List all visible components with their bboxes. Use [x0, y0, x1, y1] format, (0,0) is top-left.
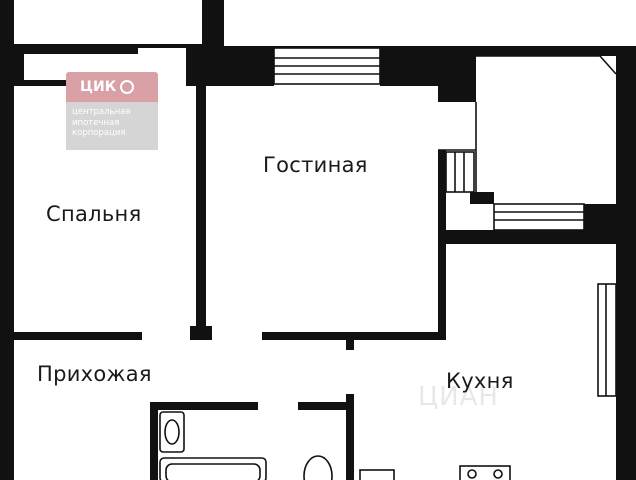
- kitchen-counter-icon: [359, 469, 395, 480]
- room-label-bedroom: Спальня: [46, 202, 142, 226]
- wall-bath-left: [150, 402, 158, 480]
- fixtures: [159, 411, 511, 480]
- logo-brand: ЦИК: [80, 79, 117, 95]
- wall-bedroom-bottom: [14, 332, 142, 340]
- window-living-side: [445, 151, 475, 193]
- house-icon: [120, 80, 135, 94]
- room-label-living: Гостиная: [263, 153, 368, 177]
- wall-living-bottom-stub: [346, 340, 354, 350]
- wall-door-jamb: [190, 326, 212, 340]
- wall-top-mid-stub: [202, 0, 224, 46]
- watermark: ЦИАН: [418, 382, 499, 412]
- wall-wc-top: [298, 402, 346, 410]
- wall-kitchen-top-a: [470, 192, 494, 204]
- wall-living-kitchen-upper: [438, 150, 446, 192]
- sink-bowl-icon: [164, 419, 180, 445]
- balcony-outline: [438, 55, 617, 204]
- window-kitchen-top: [493, 203, 585, 231]
- wall-wc-right: [346, 394, 354, 480]
- wall-bedroom-corner: [14, 46, 24, 86]
- wall-living-bottom: [262, 332, 442, 340]
- wall-bedroom-top: [14, 46, 138, 54]
- logo-tagline-3: корпорация: [72, 128, 126, 138]
- wall-left-outer: [0, 0, 14, 480]
- wall-living-corner: [186, 46, 206, 86]
- logo-tagline-1: центральная: [72, 107, 131, 117]
- wall-living-top-a: [206, 46, 274, 86]
- wall-living-top-c: [438, 46, 476, 102]
- windows: [273, 47, 617, 397]
- wall-living-kitchen: [438, 192, 446, 340]
- logo-tagline-2: ипотечная: [72, 117, 120, 128]
- wall-kitchen-top: [446, 230, 616, 244]
- room-label-kitchen: Кухня: [446, 369, 514, 393]
- window-living-top: [273, 47, 381, 85]
- wall-bedroom-living: [196, 86, 206, 332]
- outside-area: [224, 0, 636, 46]
- toilet-icon: [303, 455, 333, 480]
- wall-living-top-b: [380, 46, 438, 86]
- wall-right-outer: [616, 46, 636, 480]
- company-logo: ЦИК центральная ипотечная корпорация: [66, 72, 158, 150]
- room-label-hall: Прихожая: [37, 362, 152, 386]
- wall-bath-top: [150, 402, 258, 410]
- window-kitchen-right: [597, 283, 617, 397]
- wall-balcony-top: [476, 46, 636, 56]
